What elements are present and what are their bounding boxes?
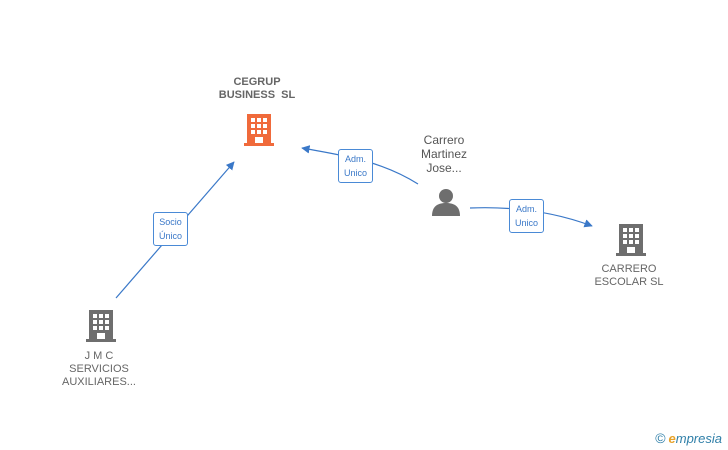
edge-label-line: Unico: [515, 218, 539, 228]
node-label-line: CARRERO: [601, 263, 657, 275]
edge-label-line: Único: [159, 231, 183, 241]
edge-label-adm-unico-escolar: Adm. Unico: [509, 199, 545, 233]
node-label-line: Martinez: [420, 147, 467, 161]
edge-label-line: Adm.: [516, 204, 538, 214]
node-label-carrero-person[interactable]: Carrero Martinez Jose...: [404, 133, 484, 175]
copyright-icon: ©: [655, 430, 666, 446]
footer-brand[interactable]: ©empresia: [655, 430, 722, 446]
edge-label-line: Socio: [159, 217, 182, 227]
edge-label-line: Unico: [344, 168, 368, 178]
node-label-line: SERVICIOS: [69, 363, 129, 375]
node-label-line: CEGRUP: [233, 76, 281, 88]
node-label-line: Carrero: [423, 133, 465, 147]
node-label-line: AUXILIARES...: [62, 376, 136, 388]
node-label-line: BUSINESS SL: [218, 89, 296, 101]
edge-label-adm-unico-cegrup: Adm. Unico: [338, 149, 374, 183]
node-label-carrero-escolar[interactable]: CARRERO ESCOLAR SL: [586, 263, 672, 289]
node-label-line: ESCOLAR SL: [594, 276, 664, 288]
node-label-line: J M C: [84, 350, 114, 362]
node-label-cegrup[interactable]: CEGRUP BUSINESS SL: [200, 76, 314, 102]
building-icon[interactable]: [86, 310, 116, 342]
person-icon[interactable]: [432, 189, 460, 216]
edge-label-socio-unico: Socio Único: [153, 212, 189, 246]
brand-logo-e: e: [668, 431, 676, 446]
building-icon[interactable]: [616, 224, 646, 256]
node-label-line: Jose...: [426, 161, 462, 175]
brand-logo-text: mpresia: [675, 431, 722, 446]
node-label-jmc[interactable]: J M C SERVICIOS AUXILIARES...: [54, 350, 144, 389]
edge-label-line: Adm.: [345, 154, 367, 164]
building-icon[interactable]: [244, 114, 274, 146]
